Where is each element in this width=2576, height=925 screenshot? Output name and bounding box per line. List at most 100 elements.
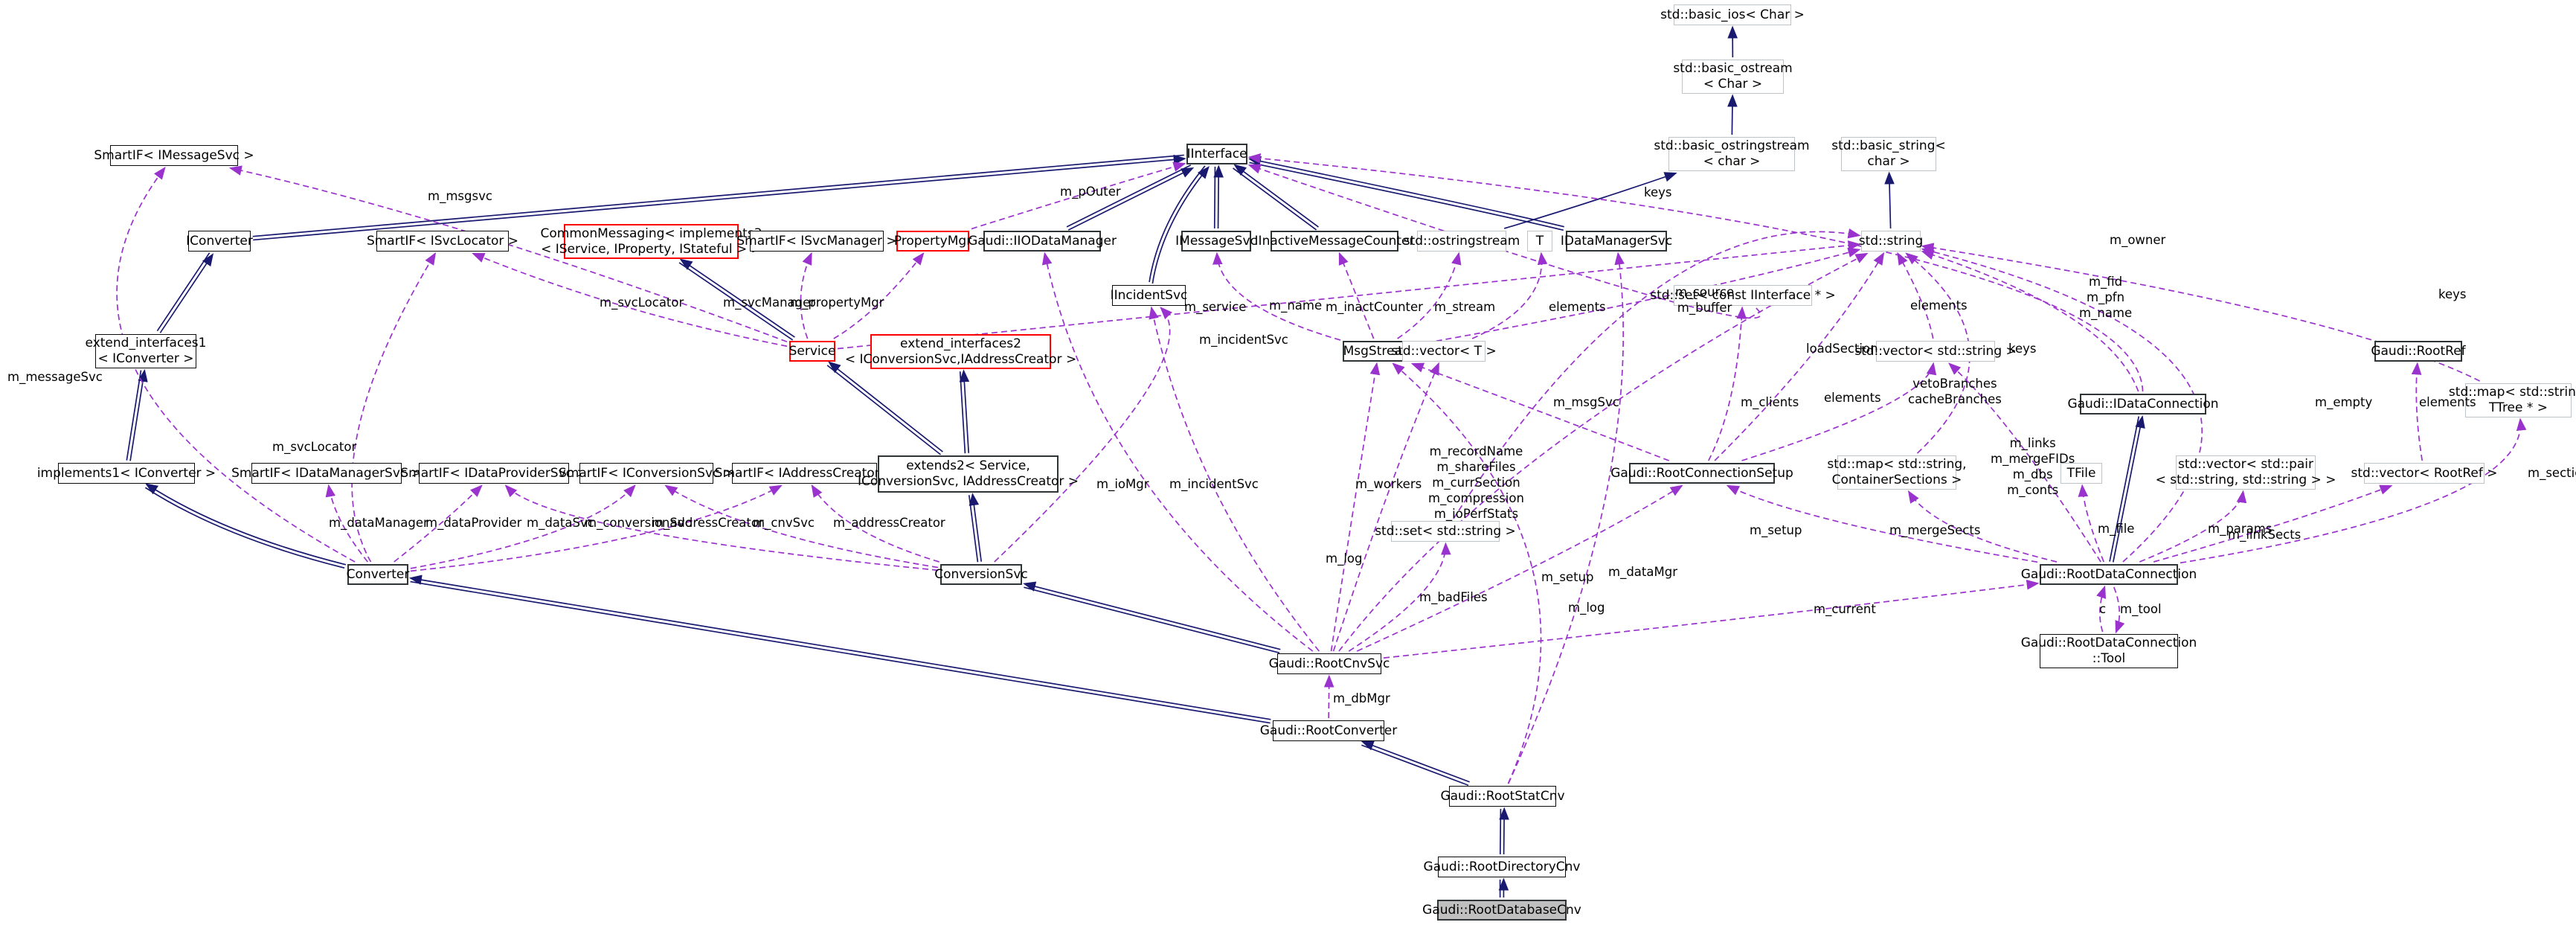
usage-edge-msgstream-to-iinactivemessagecounter	[1338, 252, 1375, 339]
edge-label-line: m_currSection	[1432, 476, 1520, 490]
edge-label-m_msgSvc: m_msgSvc	[1553, 394, 1619, 410]
inheritance-edge-rootdirectorycnv-to-rootstatcnv	[1499, 808, 1502, 854]
class-node-smartif_iconversionsvc[interactable]: SmartIF< IConversionSvc >	[559, 463, 734, 484]
class-node-iiodatamanager[interactable]: Gaudi::IIODataManager	[968, 231, 1117, 252]
class-node-label: IInactiveMessageCounter	[1254, 233, 1415, 249]
class-node-converter[interactable]: Converter	[347, 564, 409, 585]
class-node-smartif_idatamanagersvc[interactable]: SmartIF< IDataManagerSvc >	[231, 463, 422, 484]
class-node-basic_ostream[interactable]: std::basic_ostream< Char >	[1673, 60, 1793, 94]
usage-edge-rootdataconnection-to-vector_pair	[2139, 490, 2247, 563]
usage-edge-rootcnvsvc-to-vector_t	[1332, 362, 1439, 652]
class-node-label: < Char >	[1703, 77, 1763, 92]
class-node-label: SmartIF< ISvcLocator >	[366, 233, 519, 249]
class-node-label: extend_interfaces1	[85, 336, 207, 351]
class-node-smartif_idataprovidersvc[interactable]: SmartIF< IDataProviderSvc >	[400, 463, 588, 484]
class-node-iinactivemessagecounter[interactable]: IInactiveMessageCounter	[1255, 231, 1414, 252]
inheritance-edge-rootstatcnv-to-rootconverter	[1361, 740, 1470, 783]
edge-label-line: m_log	[1568, 601, 1605, 615]
edge-label-c: c	[2099, 601, 2106, 617]
usage-edge-msgstream-to-imessagesvc	[1212, 252, 1341, 341]
class-node-smartif_iaddresscreator[interactable]: SmartIF< IAddressCreator >	[715, 463, 894, 484]
class-node-vector_rootref[interactable]: std::vector< RootRef >	[2351, 463, 2498, 484]
usage-edge-vector_std_string-to-std_string	[1897, 252, 1934, 339]
class-node-rootconnectionsetup[interactable]: Gaudi::RootConnectionSetup	[1610, 463, 1793, 484]
usage-edge-converter-to-smartif_iaddresscreator	[410, 484, 783, 572]
class-node-ostringstream[interactable]: std::ostringstream	[1404, 231, 1520, 252]
class-node-basic_ostringstream[interactable]: std::basic_ostringstream< char >	[1654, 137, 1810, 171]
class-node-iinterface[interactable]: IInterface	[1186, 144, 1247, 164]
usage-edge-rootconnectionsetup-to-msgstream	[1410, 362, 1670, 461]
class-node-rootdirectorycnv[interactable]: Gaudi::RootDirectoryCnv	[1424, 857, 1580, 877]
inheritance-edge-implements1-to-extend_interfaces1	[126, 370, 142, 461]
inheritance-edge-iincidentsvc-to-iinterface	[1152, 166, 1210, 284]
class-node-basic_ios[interactable]: std::basic_ios< Char >	[1660, 4, 1805, 25]
usage-edge-rootconnectionsetup-to-std_string	[1714, 252, 1885, 461]
inheritance-edge-std_string-to-basic_string	[1884, 171, 1895, 229]
class-node-label: ConversionSvc	[934, 566, 1028, 582]
class-node-basic_string[interactable]: std::basic_string<char >	[1831, 137, 1946, 171]
class-node-set_std_string[interactable]: std::set< std::string >	[1375, 521, 1516, 542]
inheritance-edge-idatamanagersvc-to-iinterface	[1249, 161, 1564, 231]
class-node-imessagesvc[interactable]: IMessageSvc	[1175, 231, 1257, 252]
edge-label-line: m_dataProvider	[425, 516, 522, 530]
class-node-rootref[interactable]: Gaudi::RootRef	[2371, 341, 2466, 362]
edge-label-line: m_messageSvc	[7, 370, 103, 384]
class-node-extend_interfaces2[interactable]: extend_interfaces2< IConversionSvc,IAddr…	[845, 334, 1076, 369]
class-node-implements1[interactable]: implements1< IConverter >	[37, 463, 216, 484]
class-node-label: Gaudi::RootDirectoryCnv	[1423, 859, 1581, 874]
class-node-iconverter[interactable]: IConverter	[186, 231, 253, 252]
edge-label-line: m_buffer	[1677, 301, 1732, 316]
class-node-conversionsvc[interactable]: ConversionSvc	[934, 564, 1028, 585]
class-node-smartif_isvcmanager[interactable]: SmartIF< ISvcManager >	[736, 231, 897, 252]
edge-label-line: m_linkSects	[2228, 528, 2302, 542]
class-node-vector_pair[interactable]: std::vector< std::pair< std::string, std…	[2156, 455, 2336, 490]
class-node-rootconverter[interactable]: Gaudi::RootConverter	[1260, 720, 1397, 741]
edge-label-m_svcManager: m_svcManager	[723, 295, 815, 310]
usage-edge-vector_rootref-to-rootref	[2411, 362, 2424, 461]
inheritance-edge-extends2-to-service	[828, 361, 943, 452]
edge-label-keys: keys	[1644, 185, 1671, 200]
class-node-rootdataconnection[interactable]: Gaudi::RootDataConnection	[2021, 564, 2197, 585]
class-node-rootcnvsvc[interactable]: Gaudi::RootCnvSvc	[1269, 653, 1390, 674]
inheritance-edge-rootdataconnection-to-idataconnection	[2112, 415, 2145, 563]
class-node-std_string[interactable]: std::string	[1859, 231, 1923, 252]
inheritance-edge-conversionsvc-to-extends2	[969, 493, 983, 562]
edge-label-line: m_clients	[1741, 395, 1799, 409]
edge-label-line: m_tool	[2120, 602, 2162, 616]
class-node-map_containersections[interactable]: std::map< std::string,ContainerSections …	[1827, 455, 1967, 490]
class-node-vector_t[interactable]: std::vector< T >	[1391, 341, 1497, 362]
inheritance-edge-rootconverter-to-converter	[408, 574, 1271, 720]
class-node-idatamanagersvc[interactable]: IDataManagerSvc	[1561, 231, 1672, 252]
class-node-label: SmartIF< IDataManagerSvc >	[231, 465, 422, 481]
class-node-propertymgr[interactable]: PropertyMgr	[894, 231, 971, 252]
class-node-idataconnection[interactable]: Gaudi::IDataConnection	[2067, 394, 2219, 415]
edge-label-m_workers: m_workers	[1355, 476, 1422, 492]
inheritance-edge-service-to-commonmessaging	[679, 258, 795, 338]
usage-edge-conversionsvc-to-smartif_idataprovidersvc	[504, 484, 939, 572]
class-node-rootstatcnv[interactable]: Gaudi::RootStatCnv	[1440, 786, 1565, 807]
class-node-t_node[interactable]: T	[1527, 231, 1552, 252]
class-node-extends2[interactable]: extends2< Service,IConversionSvc, IAddre…	[858, 455, 1079, 493]
edge-label-line: m_shareFiles	[1436, 460, 1516, 475]
class-node-smartif_imessagesvc[interactable]: SmartIF< IMessageSvc >	[94, 145, 254, 166]
class-node-set_const_iinterface[interactable]: std::set< const IInterface * >	[1650, 285, 1836, 306]
edge-label-line: m_sections	[2528, 466, 2576, 480]
usage-edge-msgstream-to-std_string	[1416, 247, 1861, 345]
edge-label-m_file: m_file	[2098, 521, 2134, 537]
class-node-smartif_isvclocator[interactable]: SmartIF< ISvcLocator >	[367, 231, 518, 252]
class-node-tool[interactable]: Gaudi::RootDataConnection::Tool	[2021, 634, 2197, 668]
usage-edge-rootcnvsvc-to-msgstream	[1330, 362, 1381, 652]
edge-label-line: m_owner	[2110, 233, 2166, 247]
class-node-vector_std_string[interactable]: std::vector< std::string >	[1854, 341, 2017, 362]
class-node-rootdatabasecnv[interactable]: Gaudi::RootDatabaseCnv	[1422, 900, 1581, 921]
class-node-commonmessaging[interactable]: CommonMessaging< implements3< IService, …	[541, 224, 762, 259]
usage-edge-converter-to-smartif_iconversionsvc	[410, 484, 636, 569]
class-node-tfile[interactable]: TFile	[2061, 463, 2102, 484]
class-node-iincidentsvc[interactable]: IIncidentSvc	[1111, 285, 1187, 306]
class-node-service[interactable]: Service	[789, 341, 835, 362]
class-node-map_ttree[interactable]: std::map< std::string,TTree * >	[2449, 383, 2576, 417]
class-node-extend_interfaces1[interactable]: extend_interfaces1< IConverter >	[86, 334, 206, 368]
edge-label-m_tool: m_tool	[2120, 601, 2162, 617]
class-node-label: < IConverter >	[97, 351, 194, 366]
